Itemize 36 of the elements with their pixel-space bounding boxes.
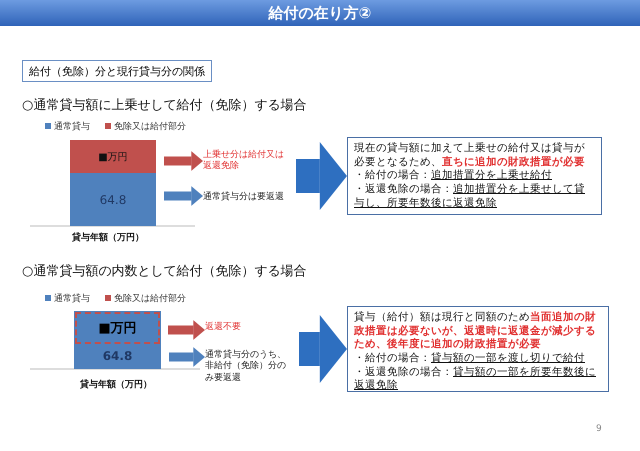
bar-value: 64.8 xyxy=(102,349,132,363)
legend-label: 通常貸与 xyxy=(54,120,90,133)
arrow xyxy=(168,320,205,340)
page-number: 9 xyxy=(596,424,602,434)
text-box xyxy=(347,137,602,215)
dashed-bar-segment: ■万円 xyxy=(75,312,160,344)
axis-label: 貸与年額（万円） xyxy=(80,378,152,391)
bar-segment xyxy=(70,173,156,226)
axis-label: 貸与年額（万円） xyxy=(72,231,144,244)
arrow xyxy=(164,186,203,206)
legend-label: 免除又は給付部分 xyxy=(114,292,186,305)
bullet-item: ・給付の場合：貸与額の一部を渡し切りで給付 xyxy=(354,352,586,366)
arrow xyxy=(299,315,347,383)
bar-segment xyxy=(70,140,156,173)
section-heading: ○通常貸与額に上乗せして給付（免除）する場合 xyxy=(22,97,306,114)
arrow xyxy=(164,151,203,171)
arrow xyxy=(169,347,205,367)
section-heading: ○通常貸与額の内数として給付（免除）する場合 xyxy=(22,263,306,280)
annotation-text: 通常貸与分は要返還 xyxy=(203,192,288,222)
bullet-item: ・給付の場合：追加措置分を上乗せ給付 xyxy=(354,169,553,183)
text-box xyxy=(347,306,609,392)
bullet-item: ・返還免除の場合：追加措置分を上乗せして貸与し、所要年数後に返還免除 xyxy=(354,182,586,210)
paragraph: 貸与（給付）額は現行と同額のため当面追加の財政措置は必要ないが、返還時に返還金が減少するため、後年度に追加の財政措置が必要 xyxy=(354,311,597,352)
annotation-text: 上乗せ分は給付又は返還免除 xyxy=(203,150,288,180)
arrow xyxy=(296,142,347,210)
bullet-item: ・返還免除の場合：貸与額の一部を所要年数後に返還免除 xyxy=(354,366,597,393)
legend-label: 免除又は給付部分 xyxy=(114,120,186,133)
bar-value: ■万円 xyxy=(98,150,128,164)
paragraph: 現在の貸与額に加えて上乗せの給付又は貸与が必要となるため、直ちに追加の財政措置が必要 xyxy=(354,142,586,169)
annotation-text: 通常貸与分のうち、非給付（免除）分のみ要返還 xyxy=(205,350,291,394)
title: 給付の在り方② xyxy=(267,4,372,23)
bar-value: 64.8 xyxy=(100,192,126,206)
bar-segment xyxy=(74,311,161,369)
annotation-text: 返還不要 xyxy=(205,322,290,338)
legend-label: 通常貸与 xyxy=(54,292,90,305)
heading-box: 給付（免除）分と現行貸与分の関係 xyxy=(22,60,212,82)
